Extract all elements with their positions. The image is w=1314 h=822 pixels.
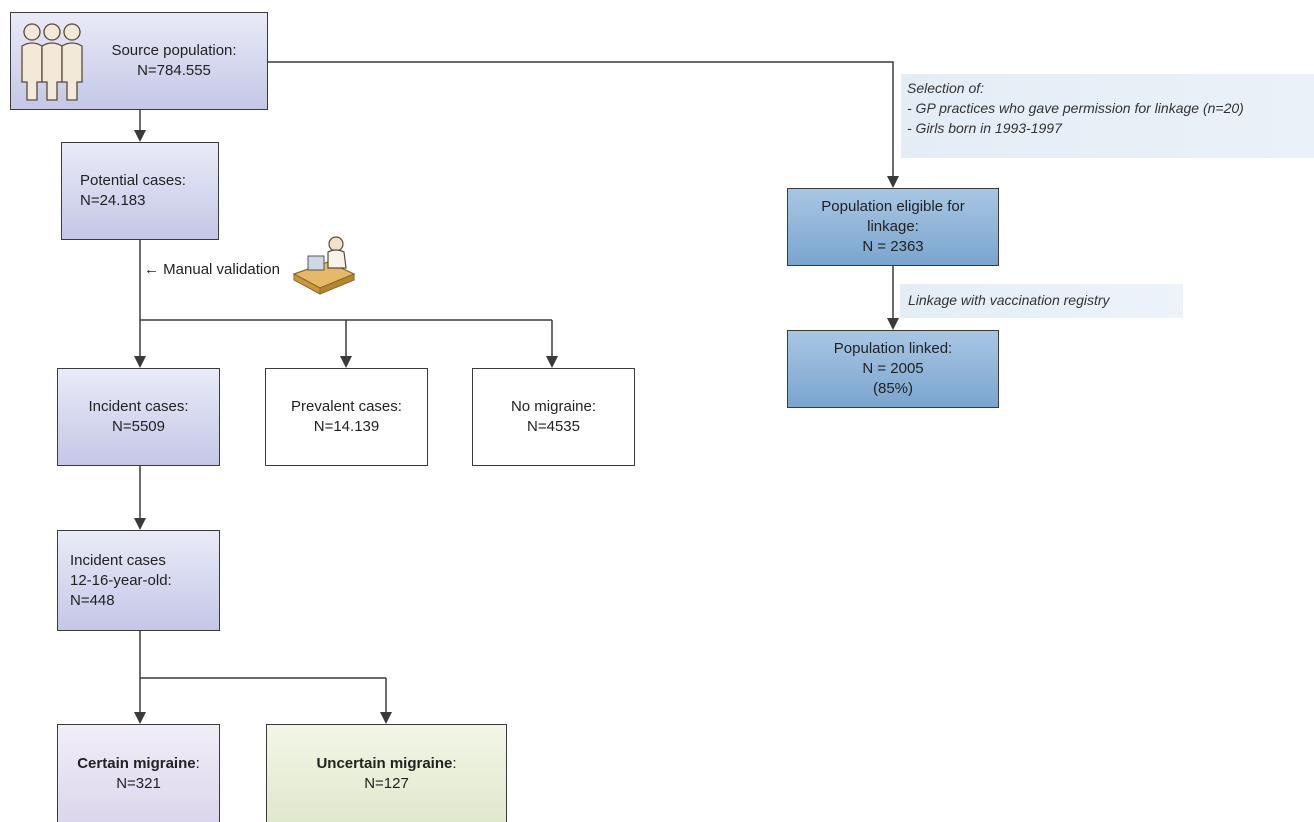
incident-age-count: N=448 xyxy=(70,591,115,609)
eligible-line1: Population eligible for xyxy=(821,198,965,215)
certain-migraine-count: N=321 xyxy=(116,774,161,792)
arrow-source-eligible xyxy=(268,61,899,188)
incident-cases-age-box: Incident cases 12-16-year-old: N=448 xyxy=(57,530,220,631)
prevalent-cases-count: N=14.139 xyxy=(313,418,380,435)
potential-cases-label: Potential cases: xyxy=(80,172,186,189)
eligible-count: N = 2363 xyxy=(862,238,924,255)
linked-count: N = 2005 xyxy=(862,360,924,377)
certain-migraine-box: Certain migraine: N=321 xyxy=(57,724,220,822)
no-migraine-label: No migraine: xyxy=(510,398,597,415)
potential-cases-count: N=24.183 xyxy=(80,192,146,209)
eligible-line2: linkage: xyxy=(867,218,919,235)
manual-validation-label: ← Manual validation xyxy=(144,261,280,278)
incident-age-line2: 12-16-year-old: xyxy=(70,571,172,589)
uncertain-migraine-label: Uncertain migraine: xyxy=(316,754,457,772)
potential-cases-box: Potential cases: N=24.183 xyxy=(61,142,219,240)
no-migraine-box: No migraine: N=4535 xyxy=(472,368,635,466)
population-eligible-box: Population eligible for linkage: N = 236… xyxy=(787,188,999,266)
office-worker-icon xyxy=(292,236,356,295)
incident-cases-label: Incident cases: xyxy=(88,398,189,415)
incident-cases-box: Incident cases: N=5509 xyxy=(57,368,220,466)
source-population-count: N=784.555 xyxy=(137,62,211,79)
certain-migraine-label: Certain migraine: xyxy=(77,754,200,772)
selection-item-girls: - Girls born in 1993-1997 xyxy=(907,120,1062,136)
prevalent-cases-label: Prevalent cases: xyxy=(291,398,402,415)
linkage-registry-note: Linkage with vaccination registry xyxy=(900,284,1183,318)
no-migraine-count: N=4535 xyxy=(527,418,580,435)
uncertain-migraine-count: N=127 xyxy=(364,774,409,792)
incident-age-line1: Incident cases xyxy=(70,551,166,569)
population-linked-box: Population linked: N = 2005 (85%) xyxy=(787,330,999,408)
source-population-label: Source population: xyxy=(111,42,237,59)
incident-cases-count: N=5509 xyxy=(112,418,165,435)
linked-label: Population linked: xyxy=(833,340,953,357)
people-icon xyxy=(21,23,83,101)
uncertain-migraine-box: Uncertain migraine: N=127 xyxy=(266,724,507,822)
selection-criteria-note: Selection of: - GP practices who gave pe… xyxy=(901,74,1314,158)
linkage-registry-text: Linkage with vaccination registry xyxy=(908,292,1110,308)
linked-percent: (85%) xyxy=(872,380,913,397)
selection-title: Selection of: xyxy=(907,80,985,96)
selection-item-gp: - GP practices who gave permission for l… xyxy=(907,100,1244,116)
prevalent-cases-box: Prevalent cases: N=14.139 xyxy=(265,368,428,466)
